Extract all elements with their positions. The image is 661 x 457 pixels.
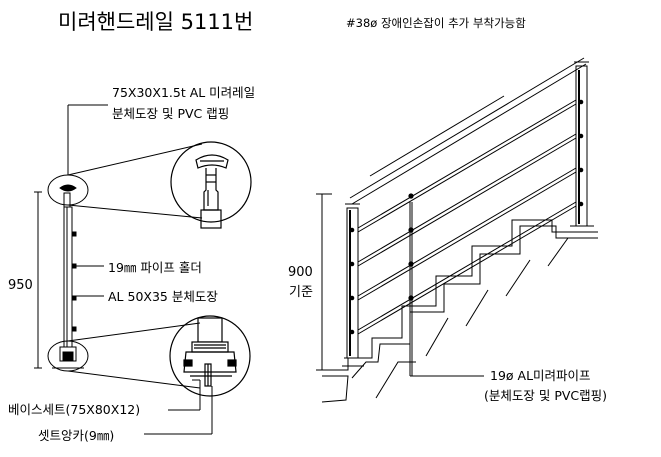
- height-dimension-900: 900: [288, 265, 313, 280]
- drawing-title: 미려핸드레일 5111번: [58, 10, 253, 34]
- stair-elevation: [316, 57, 598, 403]
- top-detail-circle: [170, 141, 252, 229]
- pipe-holder-dots: [349, 99, 584, 335]
- pipe-spec-line1: 19ø AL미려파이프: [490, 368, 591, 383]
- rail-spec-line1: 75X30X1.5t AL 미려레일: [112, 85, 255, 100]
- bottom-detail-circle: [169, 315, 251, 397]
- pipe-spec-line2: (분체도장 및 PVC랩핑): [484, 388, 607, 403]
- post-elevation: [34, 104, 203, 389]
- base-leaders: [144, 379, 213, 435]
- base-set-label: 베이스세트(75X80X12): [8, 402, 140, 417]
- post-spec-label: AL 50X35 분체도장: [108, 289, 218, 304]
- height-dimension-900-sub: 기준: [289, 285, 313, 300]
- anchor-label: 셋트앙카(9㎜): [38, 428, 114, 443]
- height-dimension-950: 950: [8, 278, 33, 293]
- rail-spec-line2: 분체도장 및 PVC 랩핑: [112, 106, 229, 121]
- option-note: #38ø 장애인손잡이 추가 부착가능함: [346, 16, 526, 30]
- pipe-holder-label: 19㎜ 파이프 홀더: [108, 260, 202, 275]
